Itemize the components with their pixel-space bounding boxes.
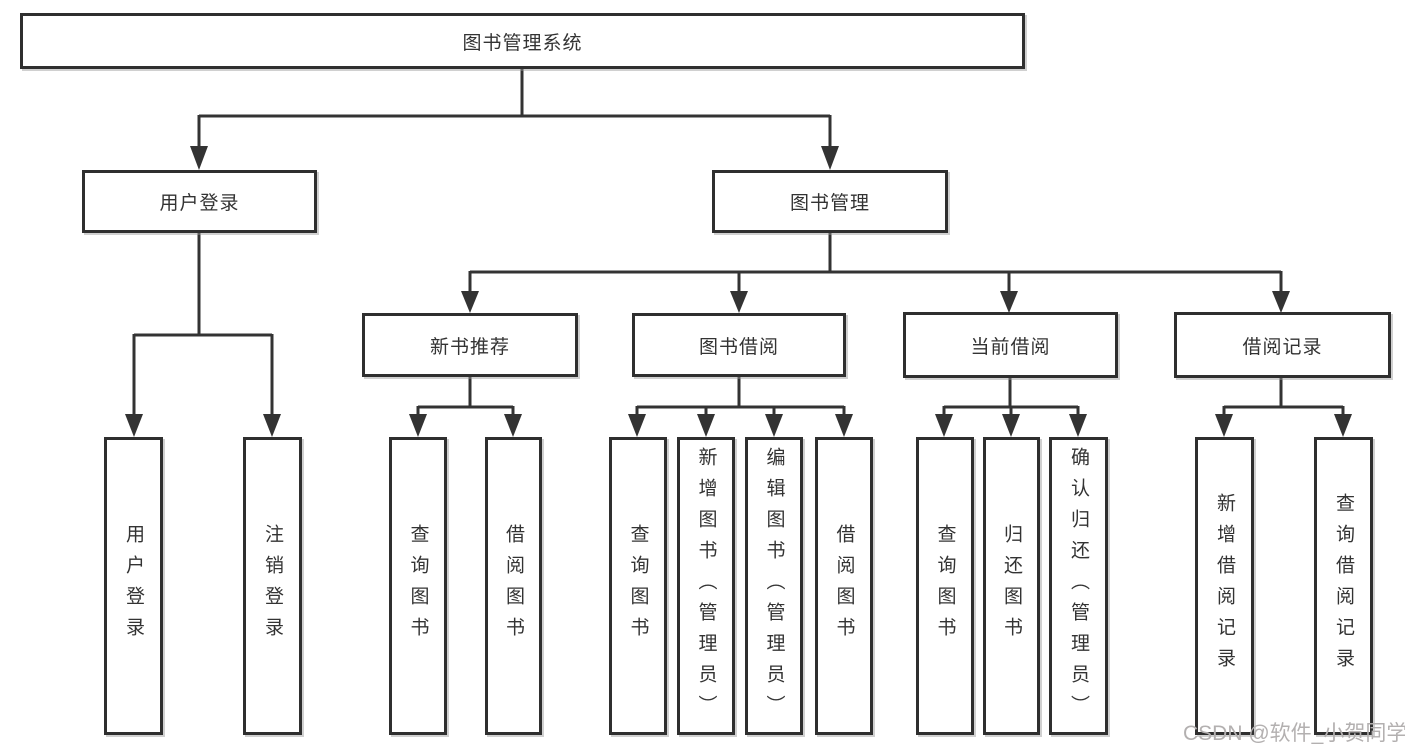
node-borrow-record: 借阅记录 xyxy=(1174,312,1391,378)
leaf-logout: 注销登录 xyxy=(243,437,302,735)
leaf-user-login: 用户登录 xyxy=(104,437,163,735)
leaf-br-query-record: 查询借阅记录 xyxy=(1314,437,1373,735)
node-book-management: 图书管理 xyxy=(712,170,948,233)
node-book-borrow: 图书借阅 xyxy=(632,313,846,377)
leaf-bb-borrow-books: 借阅图书 xyxy=(815,437,873,735)
csdn-watermark: CSDN @软件_小贺同学 xyxy=(1183,722,1405,745)
leaf-bb-add-books-admin: 新增图书（管理员） xyxy=(677,437,735,735)
leaf-br-add-record: 新增借阅记录 xyxy=(1195,437,1254,735)
node-user-login: 用户登录 xyxy=(82,170,317,233)
leaf-cb-confirm-return-admin: 确认归还（管理员） xyxy=(1049,437,1108,735)
node-current-borrow: 当前借阅 xyxy=(903,312,1118,378)
node-root-system: 图书管理系统 xyxy=(20,13,1025,69)
leaf-bb-edit-books-admin: 编辑图书（管理员） xyxy=(745,437,803,735)
leaf-nb-borrow-books: 借阅图书 xyxy=(485,437,542,735)
leaf-bb-query-books: 查询图书 xyxy=(609,437,667,735)
leaf-cb-query-books: 查询图书 xyxy=(916,437,974,735)
leaf-cb-return-books: 归还图书 xyxy=(983,437,1040,735)
node-new-book-recommend: 新书推荐 xyxy=(362,313,578,377)
leaf-nb-query-books: 查询图书 xyxy=(389,437,447,735)
